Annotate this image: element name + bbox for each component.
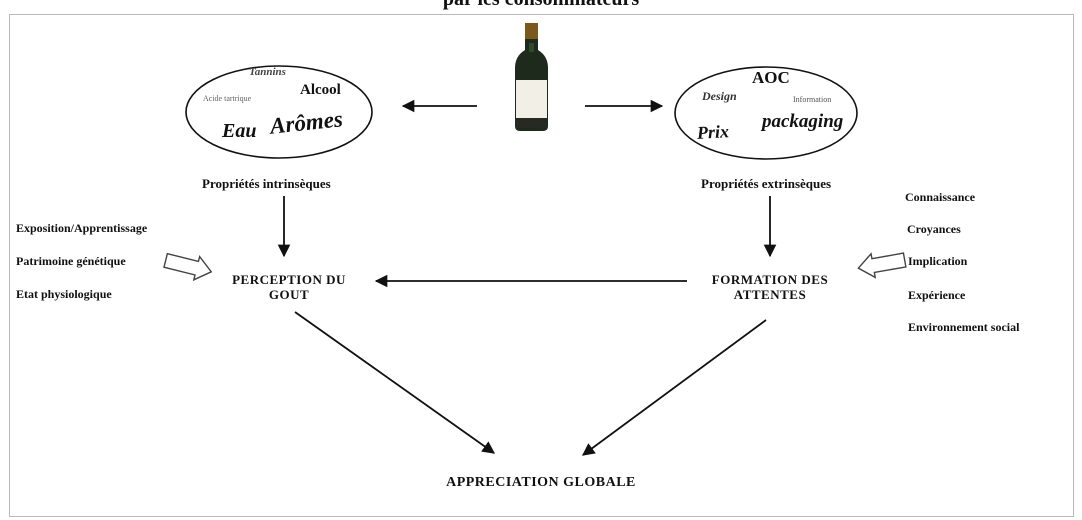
word-alcool: Alcool <box>300 82 341 98</box>
hollow-arrow-right-factors <box>857 252 907 279</box>
page-title: par les consommateurs <box>0 0 1082 11</box>
perception-line2: GOUT <box>268 287 310 302</box>
intrinsic-label: Propriétés intrinsèques <box>202 176 331 191</box>
left-factor-etat: Etat physiologique <box>16 287 112 301</box>
right-factor-environnement: Environnement social <box>908 320 1020 334</box>
right-factor-croyances: Croyances <box>907 222 961 236</box>
word-aoc: AOC <box>752 68 790 87</box>
right-factor-experience: Expérience <box>908 288 966 302</box>
word-prix: Prix <box>696 121 730 143</box>
arrow-formation-to-appreciation <box>581 319 767 456</box>
right-factor-connaissance: Connaissance <box>905 190 976 204</box>
formation-line2: ATTENTES <box>733 287 807 302</box>
hollow-arrow-left-factors <box>163 252 213 282</box>
word-eau: Eau <box>222 120 257 142</box>
word-design: Design <box>702 89 737 103</box>
intrinsic-ellipse <box>185 65 373 159</box>
word-tannins: Tannins <box>249 66 286 78</box>
extrinsic-label: Propriétés extrinsèques <box>701 176 832 191</box>
appreciation-node: APPRECIATION GLOBALE <box>446 475 636 490</box>
formation-node: FORMATION DES ATTENTES <box>690 272 850 302</box>
word-acide: Acide tartrique <box>203 94 252 103</box>
word-information: Information <box>793 95 832 104</box>
left-factor-exposition: Exposition/Apprentissage <box>16 221 148 235</box>
wine-bottle-icon <box>515 23 548 131</box>
perception-node: PERCEPTION DU GOUT <box>214 272 364 302</box>
diagram-frame <box>9 14 1074 517</box>
right-factor-implication: Implication <box>908 254 968 268</box>
formation-line1: FORMATION DES <box>711 272 829 287</box>
arrow-perception-to-appreciation <box>294 311 496 454</box>
perception-line1: PERCEPTION DU <box>232 272 346 287</box>
left-factor-patrimoine: Patrimoine génétique <box>16 254 126 268</box>
extrinsic-ellipse <box>674 66 858 160</box>
word-packaging: packaging <box>762 111 844 132</box>
